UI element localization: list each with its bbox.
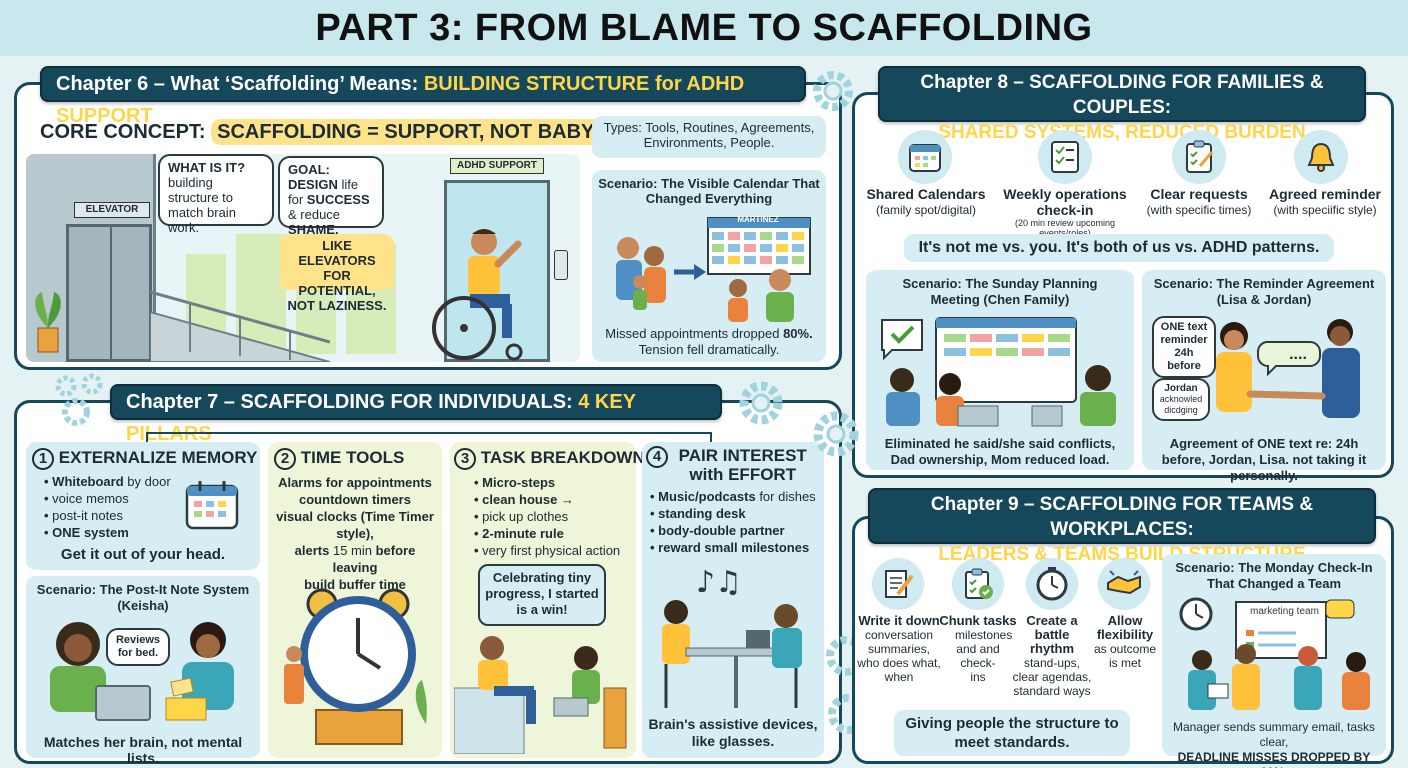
chapter-8-header: Chapter 8 – SCAFFOLDING FOR FAMILIES & C… — [878, 66, 1366, 143]
scaffolding-scene: ELEVATOR ADHD SUPPORT — [26, 154, 580, 362]
list-item: Whiteboard by door — [44, 473, 170, 490]
list-item: 2-minute rule — [474, 525, 620, 542]
what-is-it-bubble: WHAT IS IT? building structure to match … — [158, 154, 274, 235]
sunday-planning-title: Scenario: The Sunday Planning Meeting (C… — [902, 276, 1098, 307]
weekly-checkin-label: Weekly operations check-in (20 min revie… — [1003, 186, 1127, 238]
elevator-sign: ELEVATOR — [74, 202, 150, 218]
elevator-call-button — [554, 250, 568, 280]
list-item: Micro-steps — [474, 474, 620, 491]
ramp — [150, 290, 330, 362]
jordan-bubble: Jordan acknowled dicdging — [1152, 378, 1210, 421]
list-item: reward small milestones — [650, 539, 816, 556]
small-gears-icon — [55, 373, 103, 426]
post-it-scenario-title: Scenario: The Post-It Note System (Keish… — [36, 582, 250, 613]
svg-text:♪♫: ♪♫ — [696, 565, 742, 600]
pillar-4-caption: Brain's assistive devices, like glasses. — [648, 716, 818, 749]
task-breakdown-illustration — [454, 636, 627, 754]
list-item: pick up clothes — [474, 508, 620, 525]
chen-family-illustration — [881, 317, 1116, 427]
agreed-reminder-label: Agreed reminder (with speciific style) — [1268, 186, 1382, 217]
reminder-agreement-caption: Agreement of ONE text re: 24h before, Jo… — [1161, 436, 1367, 483]
list-item: body-double partner — [650, 522, 816, 539]
alarm-clock-icon — [284, 588, 427, 745]
one-text-bubble: ONE text reminder 24h before — [1152, 316, 1216, 378]
clock-icon — [1026, 558, 1078, 610]
pillar-4-title: 4 PAIR INTEREST with EFFORT — [646, 446, 822, 484]
like-elevators-bubble: LIKE ELEVATORS FOR POTENTIAL, NOT LAZINE… — [280, 234, 394, 313]
clear-requests-label: Clear requests (with specific times) — [1146, 186, 1252, 217]
pillar-2-title: 2 TIME TOOLS — [274, 448, 404, 470]
visible-calendar-result: Missed appointments dropped 80%. Tension… — [605, 326, 813, 357]
team-board-label: marketing team — [1250, 606, 1319, 617]
chapter-9-header: Chapter 9 – SCAFFOLDING FOR TEAMS & WORK… — [868, 488, 1376, 565]
pillar-3-title: 3 TASK BREAKDOWN — [454, 448, 645, 470]
elevator-doors — [66, 224, 152, 362]
monday-checkin-title: Scenario: The Monday Check-In That Chang… — [1175, 560, 1373, 591]
gear-icon — [739, 381, 783, 425]
list-item: post-it notes — [44, 507, 171, 524]
ch9-slogan: Giving people the structure to meet stan… — [894, 710, 1130, 756]
list-item: Music/podcasts for dishes — [650, 488, 816, 505]
celebrate-bubble: Celebrating tiny progress, I started is … — [478, 564, 606, 626]
sunday-planning-caption: Eliminated he said/she said conflicts, D… — [884, 436, 1116, 467]
calendar-icon — [185, 481, 239, 530]
clipboard-icon — [1172, 130, 1226, 184]
gears-icon — [813, 411, 859, 457]
list-item: voice memos — [44, 490, 171, 507]
pillar-2-text: Alarms for appointments countdown timers… — [276, 475, 434, 592]
calendar-icon — [898, 130, 952, 184]
adhd-support-sign: ADHD SUPPORT — [450, 158, 544, 174]
pillar-3-list: Micro-steps clean house → pick up clothe… — [474, 474, 620, 559]
keisha-caption: Matches her brain, not mental lists. — [43, 734, 243, 766]
chunk-tasks-label: Chunk tasks milestones and and check-ins — [939, 613, 1017, 685]
team-meeting-illustration — [1179, 597, 1370, 710]
body-double-illustration: ♪♫ — [662, 565, 802, 708]
pillar-connector — [146, 432, 712, 442]
list-item: ONE system — [44, 524, 171, 541]
ch8-slogan: It's not me vs. you. It's both of us vs.… — [904, 234, 1334, 262]
list-item: very first physical action — [474, 542, 620, 559]
keisha-illustration — [50, 622, 234, 721]
battle-rhythm-label: Create a battle rhythm stand-ups, clear … — [1012, 613, 1092, 699]
pillar-1-title: 1 EXTERNALIZE MEMORY — [32, 448, 257, 470]
checklist-icon — [1038, 130, 1092, 184]
goal-bubble: GOAL: DESIGN life for SUCCESS & reduce S… — [278, 156, 384, 237]
list-item: standing desk — [650, 505, 816, 522]
shared-calendars-label: Shared Calendars (family spot/digital) — [866, 186, 986, 217]
gear-icon — [813, 71, 853, 111]
list-item: clean house → — [474, 491, 620, 508]
lisa-jordan-illustration — [1216, 319, 1360, 418]
chapter-6-header: Chapter 6 – What ‘Scaffolding’ Means: BU… — [40, 66, 806, 127]
plant-icon — [35, 292, 61, 353]
chapter-7-header: Chapter 7 – SCAFFOLDING FOR INDIVIDUALS:… — [110, 384, 722, 445]
reviews-bubble: Reviews for bed. — [106, 628, 170, 666]
allow-flexibility-label: Allow flexibility as outcome is met — [1093, 613, 1157, 671]
write-it-down-label: Write it down conversation summaries, wh… — [857, 613, 941, 685]
pillar-4-list: Music/podcasts for dishes standing desk … — [650, 488, 816, 556]
pillar-1-list: Whiteboard by door voice memos post-it n… — [44, 473, 171, 541]
checklist-icon — [952, 558, 1004, 610]
core-concept: CORE CONCEPT: SCAFFOLDING = SUPPORT, NOT… — [40, 116, 636, 148]
pillar-1-tagline: Get it out of your head. — [60, 546, 226, 563]
family-calendar-illustration — [616, 217, 811, 322]
reminder-agreement-title: Scenario: The Reminder Agreement (Lisa &… — [1153, 276, 1375, 307]
handshake-icon — [1098, 558, 1150, 610]
monday-checkin-caption: Manager sends summary email, tasks clear… — [1172, 720, 1376, 768]
bubble-dots: .... — [1289, 346, 1307, 363]
page-title: PART 3: FROM BLAME TO SCAFFOLDING — [0, 0, 1408, 56]
bell-icon — [1294, 130, 1348, 184]
scaffolding-types: Types: Tools, Routines, Agreements, Envi… — [592, 116, 826, 158]
pencil-paper-icon — [872, 558, 924, 610]
calendar-label: MARTINEZ — [737, 215, 779, 224]
wheelchair-user — [432, 229, 523, 361]
